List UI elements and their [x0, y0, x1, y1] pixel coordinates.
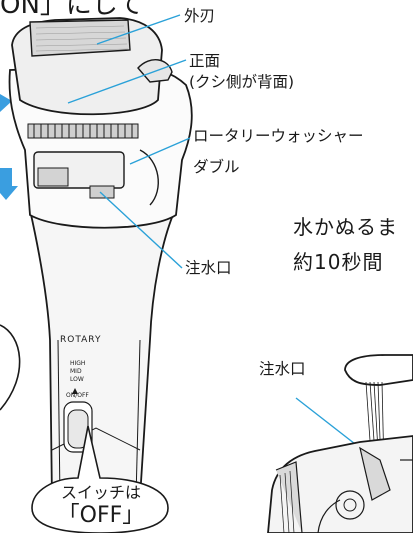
left-arrow-icons — [0, 94, 18, 200]
washer-inner — [37, 167, 69, 187]
mode-indicator-icon — [72, 388, 78, 394]
shaver-switch-label: ON/OFF — [66, 392, 89, 399]
label-rotary-washer: ロータリーウォッシャー — [193, 127, 364, 145]
header-fragment: ON」にして — [0, 0, 144, 20]
label-outer-blade: 外刃 — [184, 7, 216, 25]
shaver-mode-mid: MID — [70, 368, 82, 375]
label-water-inlet: 注水口 — [185, 259, 232, 277]
label-water-inlet-2: 注水口 — [259, 360, 306, 378]
label-double: ダブル — [193, 158, 240, 176]
outer-blade-mesh — [29, 19, 131, 57]
label-front: 正面 — [189, 52, 221, 70]
shaver-mode-low: LOW — [70, 376, 84, 383]
callout-line-1: スイッチは — [60, 483, 141, 502]
callout-line-2: 「OFF」 — [57, 503, 145, 528]
water-inlet-port — [89, 185, 115, 199]
instruction-line-2: 約10秒間 — [293, 250, 384, 274]
left-partial-callout — [0, 324, 21, 411]
shaver-mode-high: HIGH — [70, 360, 86, 367]
instruction-line-1: 水かぬるま — [293, 215, 398, 239]
shaver-brand: ROTARY — [60, 335, 102, 345]
comb-teeth — [27, 123, 139, 139]
washer-illustration — [267, 354, 413, 533]
label-front-note: (クシ側が背面) — [189, 73, 295, 91]
